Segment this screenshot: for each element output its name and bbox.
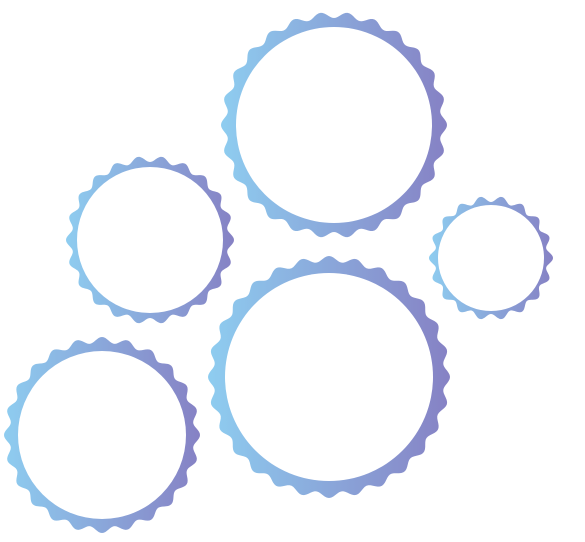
inner-circle [77,167,223,313]
badge-frame-bottom-left [4,337,200,533]
inner-circle [438,205,544,311]
inner-circle [18,351,186,519]
badge-frame-bottom-center [208,256,450,498]
inner-circle [236,27,432,223]
badge-frame-right-small [429,196,553,320]
frames-layer [4,12,553,533]
badge-frame-middle-left [66,156,234,324]
inner-circle [225,273,433,481]
badge-frame-top-center [221,12,447,238]
